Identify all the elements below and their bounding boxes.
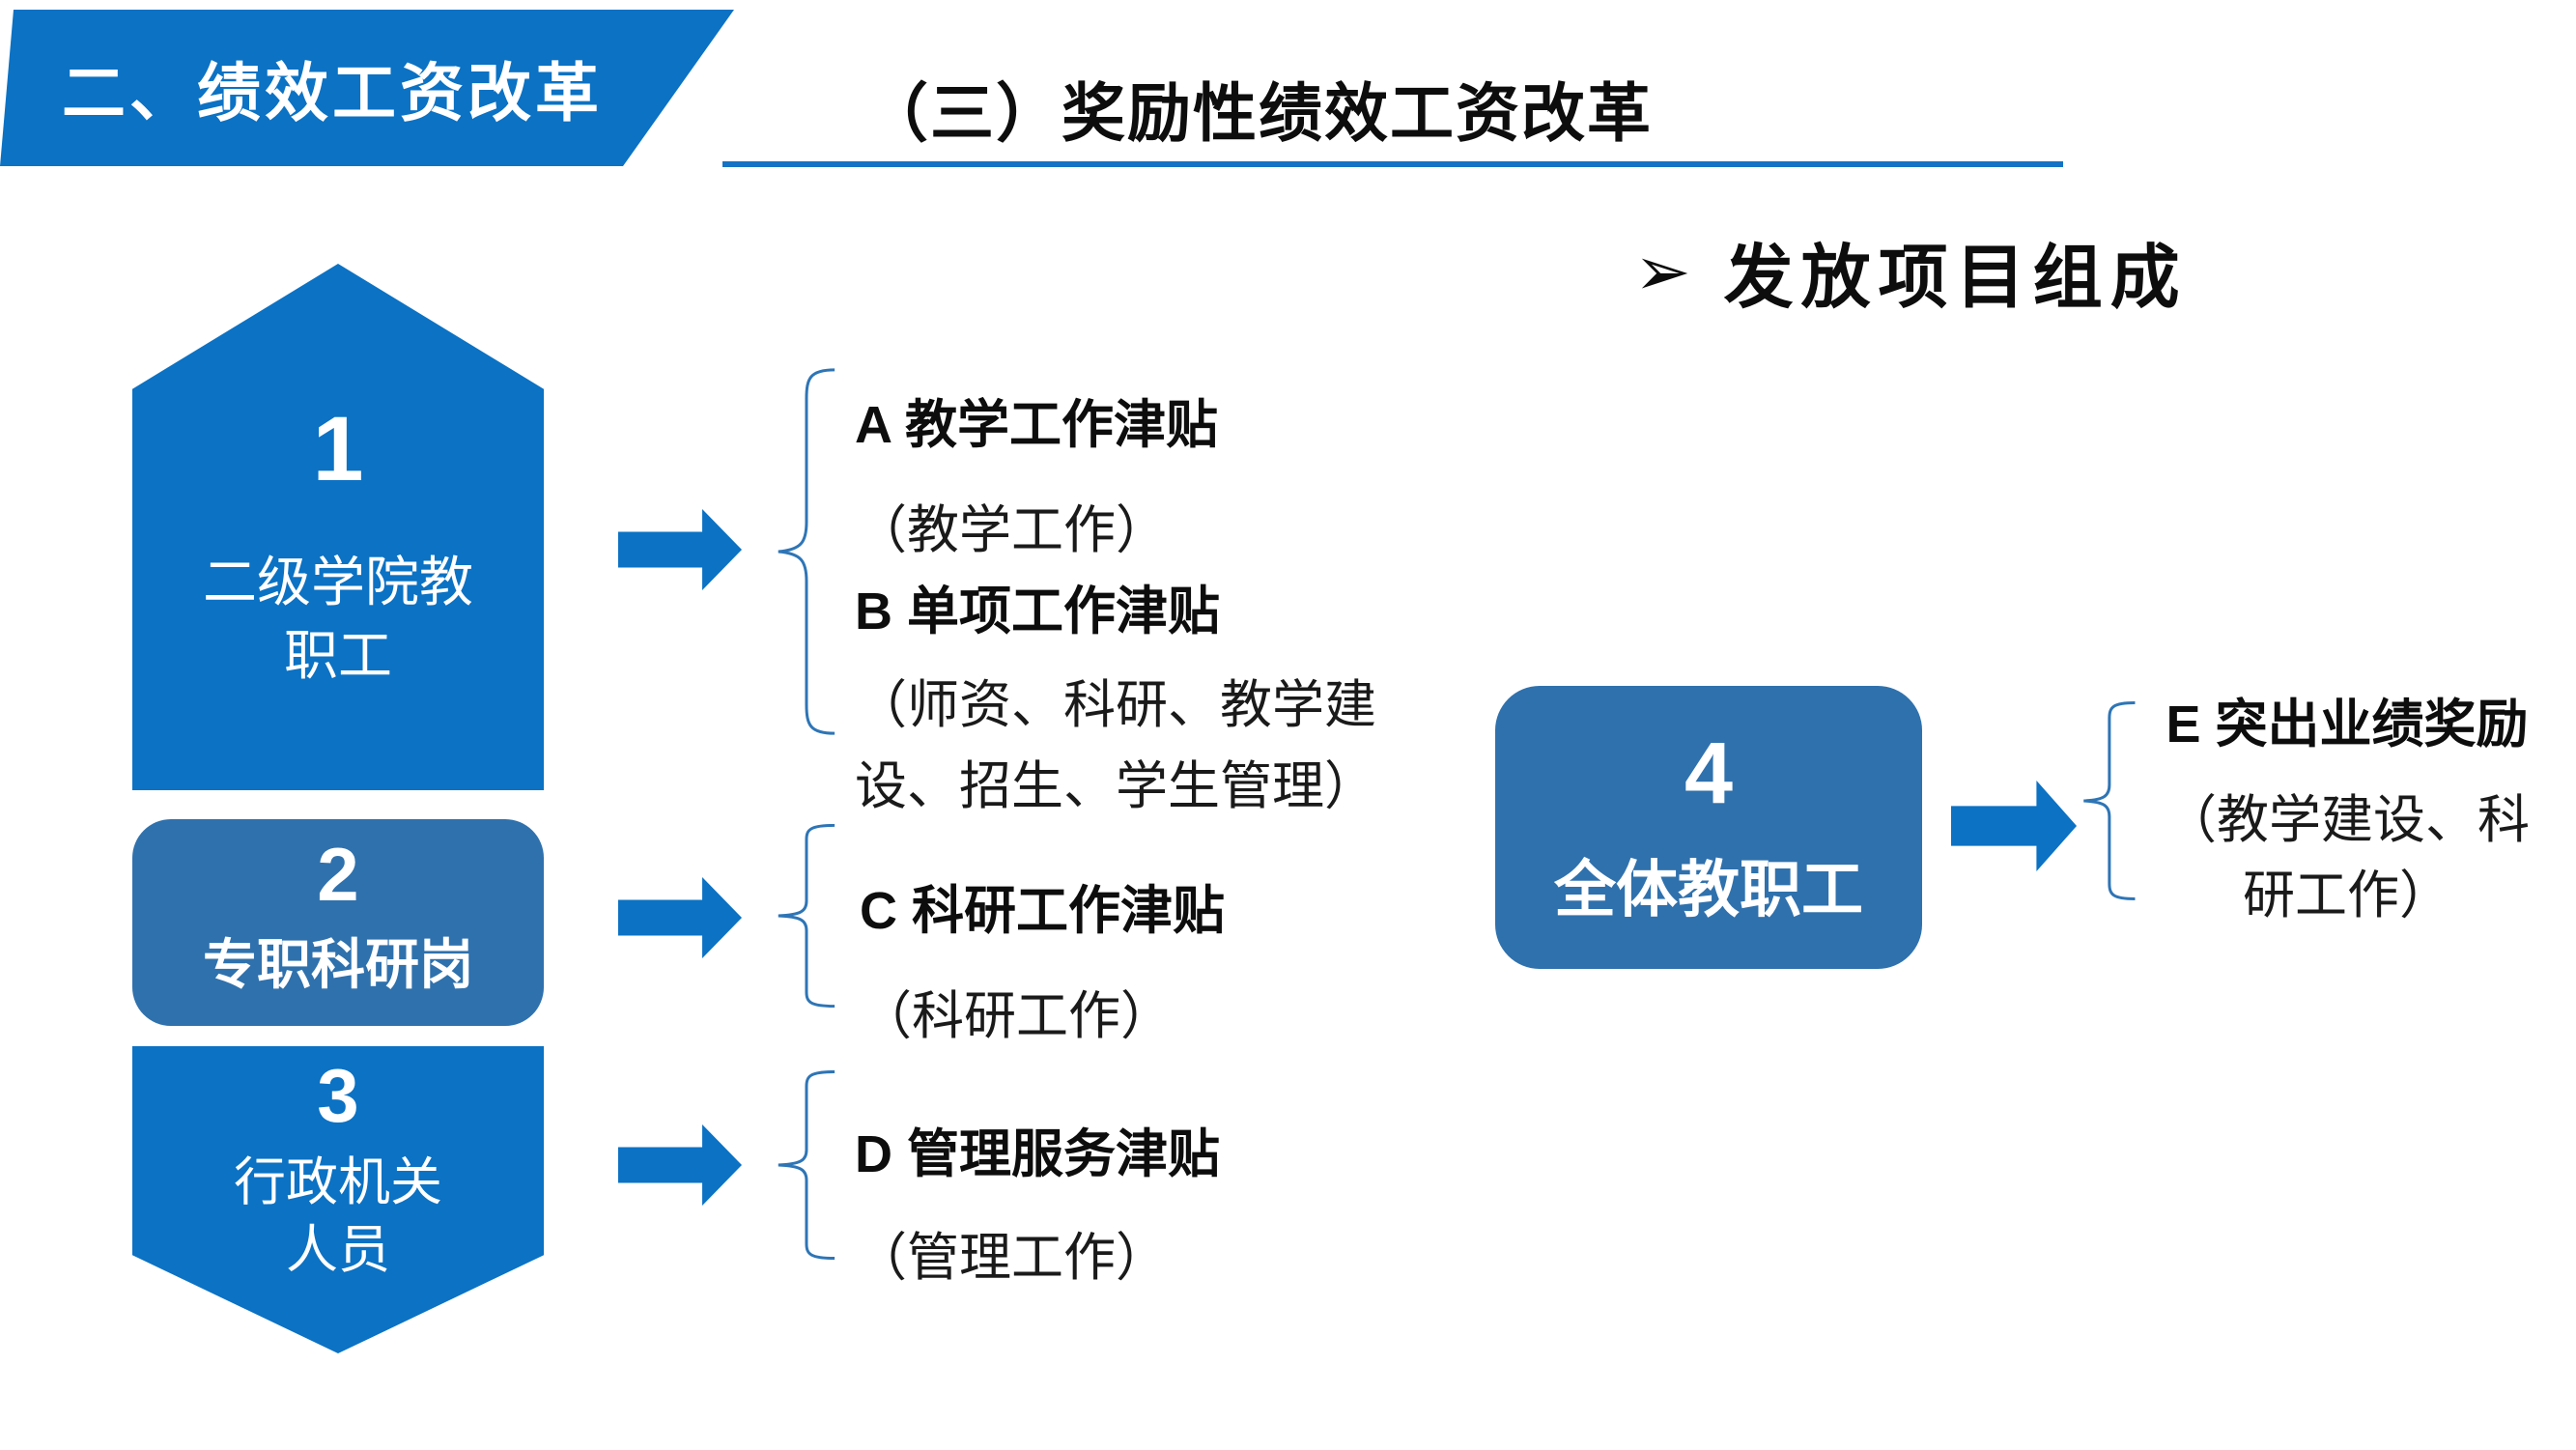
left-brace-decoration (773, 824, 838, 1008)
group-label: 行政机关 人员 (234, 1153, 442, 1280)
section-heading: ➢ 发放项目组成 (1634, 220, 2188, 322)
group-label: 二级学院教 职工 (203, 552, 473, 686)
left-brace-decoration (2079, 701, 2138, 900)
group-number: 1 (312, 398, 364, 500)
group-number: 3 (317, 1053, 359, 1138)
page-title: （三）奖励性绩效工资改革 (864, 77, 1653, 149)
group-number: 4 (1684, 725, 1734, 822)
banner-title: 二、绩效工资改革 (62, 57, 603, 128)
group-shape-3: 3 行政机关 人员 (132, 1046, 544, 1353)
right-arrow-icon (618, 877, 742, 958)
group-label: 全体教职工 (1554, 855, 1863, 924)
allowance-title: E 突出业绩奖励 (2166, 696, 2529, 753)
right-arrow-icon (1951, 781, 2077, 871)
section-heading-text: 发放项目组成 (1723, 240, 2188, 317)
left-brace-decoration (773, 1070, 838, 1260)
title-underline (722, 161, 2063, 167)
allowance-detail: （师资、科研、教学建 设、招生、学生管理） (855, 676, 1376, 815)
allowance-item-c: C 科研工作津贴 （科研工作） (860, 867, 1225, 1058)
group-shape-4: 4 全体教职工 (1495, 686, 1922, 969)
allowance-item-e: E 突出业绩奖励 （教学建设、科 研工作） (2152, 681, 2542, 934)
right-arrow-icon (618, 1124, 742, 1206)
arrowhead-bullet-icon: ➢ (1634, 233, 1691, 309)
right-arrow-icon (618, 509, 742, 590)
group-number: 2 (317, 832, 359, 917)
allowance-title: D 管理服务津贴 (855, 1125, 1220, 1183)
group-label: 专职科研岗 (203, 934, 473, 995)
group-shape-2: 2 专职科研岗 (132, 819, 544, 1026)
allowance-title: A 教学工作津贴 (855, 396, 1218, 454)
allowance-item-d: D 管理服务津贴 （管理工作） (855, 1111, 1220, 1299)
allowance-item-a: A 教学工作津贴 （教学工作） (855, 382, 1218, 572)
allowance-title: C 科研工作津贴 (860, 882, 1225, 940)
allowance-detail: （科研工作） (860, 987, 1173, 1045)
allowance-detail: （教学工作） (855, 501, 1168, 559)
allowance-item-b: B 单项工作津贴 （师资、科研、教学建 设、招生、学生管理） (855, 568, 1376, 827)
section-banner: 二、绩效工资改革 (0, 10, 734, 166)
allowance-title: B 单项工作津贴 (855, 583, 1220, 640)
allowance-detail: （教学建设、科 研工作） (2165, 791, 2530, 925)
allowance-detail: （管理工作） (855, 1229, 1168, 1287)
left-brace-decoration (773, 367, 838, 736)
group-shape-1: 1 二级学院教 职工 (132, 264, 544, 790)
